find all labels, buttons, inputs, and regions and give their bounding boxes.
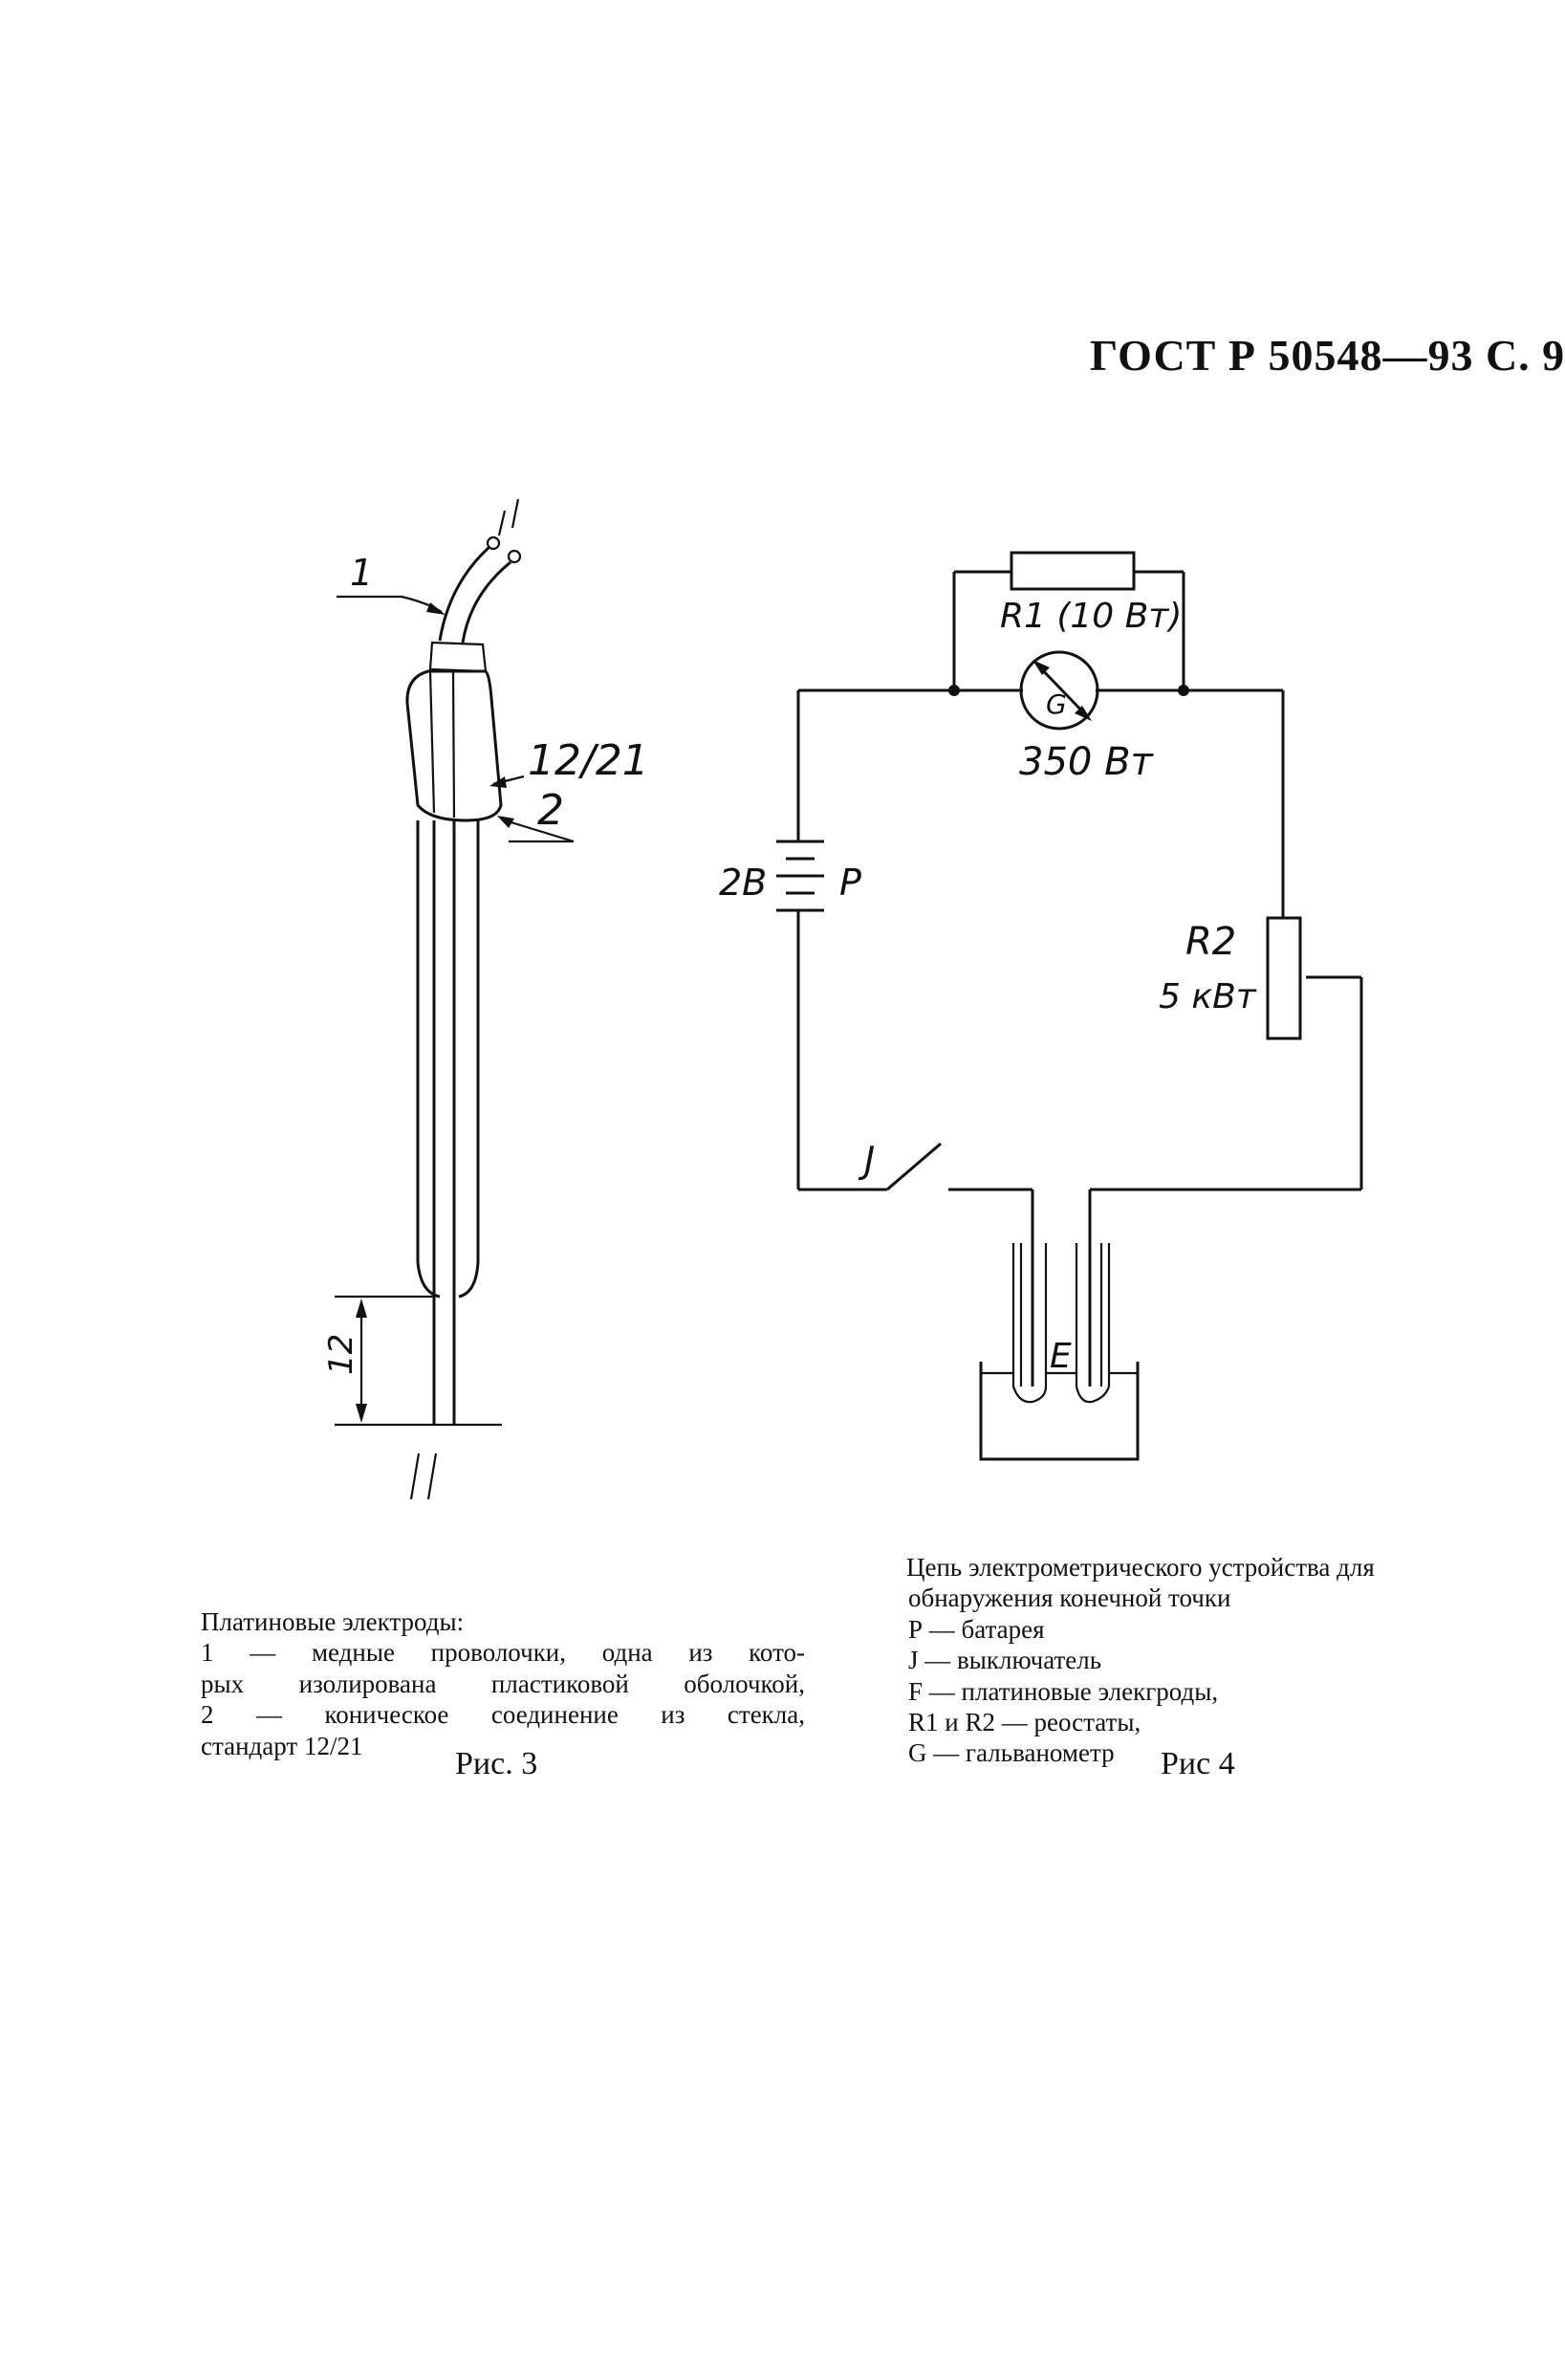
figure4-caption-item4: R1 и R2 — реостаты, bbox=[908, 1707, 1141, 1736]
page-header: ГОСТ Р 50548—93 С. 9 bbox=[1090, 331, 1565, 380]
figure3-caption-line4: стандарт 12/21 bbox=[201, 1731, 363, 1760]
fig4-callout-switch: J bbox=[858, 1139, 875, 1181]
figure4-caption-item5: G — гальванометр bbox=[908, 1738, 1115, 1768]
fig3-callout-standard: 12/21 bbox=[528, 736, 649, 785]
figure3-caption-title: Платиновые электроды: bbox=[201, 1607, 465, 1636]
figure4-caption: Цепь электрометрического устройства для … bbox=[906, 1552, 1518, 1769]
fig4-callout-g: G bbox=[1046, 688, 1067, 720]
fig4-callout-r1: R1 (10 Вт) bbox=[1000, 597, 1182, 636]
fig3-callout-2: 2 bbox=[537, 786, 564, 835]
figure4-caption-item1: Р — батарея bbox=[908, 1614, 1045, 1644]
fig3-dimension-12: 12 bbox=[322, 1334, 360, 1375]
fig4-callout-battery: Р bbox=[839, 862, 861, 904]
figure3-label: Рис. 3 bbox=[455, 1746, 538, 1781]
figure3-caption-line3: 2 — коническое соединение из стекла, bbox=[201, 1700, 805, 1730]
figure3-drawing bbox=[335, 498, 575, 1500]
figure4-label: Рис 4 bbox=[1161, 1746, 1235, 1781]
fig4-callout-g-value: 350 Вт bbox=[1019, 740, 1155, 784]
fig4-callout-r2: R2 bbox=[1185, 920, 1236, 964]
figure4-caption-title2: обнаружения конечной точки bbox=[908, 1583, 1231, 1613]
figure3-caption: Платиновые электроды: 1 — медные проволо… bbox=[201, 1606, 805, 1761]
figure3-caption-line2: рых изолирована пластиковой оболочкой, bbox=[201, 1669, 805, 1698]
figure3-caption-line1: 1 — медные проволочки, одна из кото- bbox=[201, 1638, 805, 1668]
figure4-caption-item2: J — выключатель bbox=[908, 1646, 1102, 1675]
fig3-callout-1: 1 bbox=[350, 552, 373, 594]
fig4-callout-battery-voltage: 2В bbox=[719, 862, 767, 904]
figure4-caption-title1: Цепь электрометрического устройства для bbox=[906, 1553, 1375, 1582]
figure4-caption-item3: F — платиновые элекгроды, bbox=[908, 1676, 1219, 1706]
figure4-circuit bbox=[776, 551, 1363, 1461]
fig4-callout-r2-value: 5 кВт bbox=[1159, 977, 1257, 1016]
fig4-callout-electrodes: Е bbox=[1050, 1337, 1072, 1376]
